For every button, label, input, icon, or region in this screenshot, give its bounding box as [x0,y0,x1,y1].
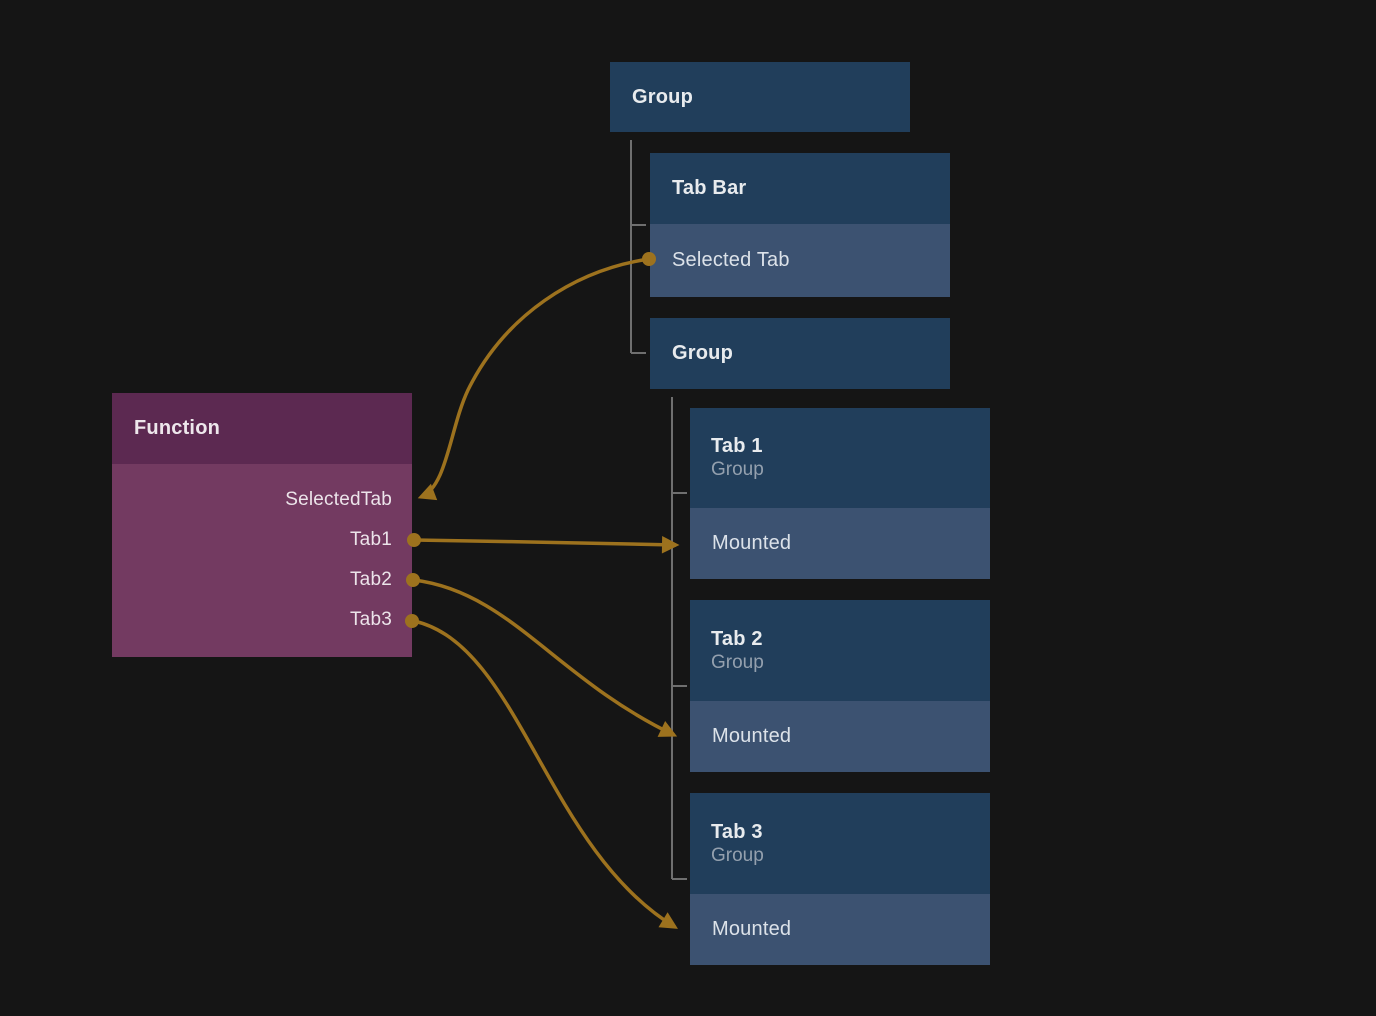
node-function[interactable]: Function SelectedTab Tab1 Tab2 Tab3 [112,393,412,657]
tab-1-header[interactable]: Tab 1 Group [690,408,990,508]
node-tab-3[interactable]: Tab 3 Group Mounted [690,793,990,965]
property-row-selected-tab[interactable]: Selected Tab [650,224,950,297]
node-title: Tab 2 [711,627,763,650]
tree-guide-inner-group [671,397,687,880]
wire-tab3-mounted[interactable] [413,619,678,929]
property-label: Selected Tab [672,249,790,271]
port-tab1[interactable]: Tab1 [349,529,392,550]
node-subtitle: Group [711,844,764,866]
node-subtitle: Group [711,459,764,480]
node-tab-2[interactable]: Tab 2 Group Mounted [690,600,990,772]
function-body: SelectedTab Tab1 Tab2 Tab3 [112,464,412,657]
node-title: Tab 3 [711,820,763,843]
node-tab-1[interactable]: Tab 1 Group Mounted [690,408,990,579]
node-title: Group [672,342,733,364]
wire-tab1-mounted[interactable] [413,536,680,554]
node-title: Tab Bar [672,177,747,199]
port-tab2[interactable]: Tab2 [349,569,392,590]
port-selectedtab[interactable]: SelectedTab [285,489,392,510]
property-label: Mounted [712,918,792,940]
node-tab-bar[interactable]: Tab Bar Selected Tab [650,153,950,297]
property-row-mounted-3[interactable]: Mounted [690,894,990,965]
node-inner-group[interactable]: Group [650,318,950,389]
tab-bar-header[interactable]: Tab Bar [650,153,950,224]
function-header[interactable]: Function [112,393,412,464]
property-row-mounted-2[interactable]: Mounted [690,701,990,772]
wire-selectedtab[interactable] [417,257,650,501]
node-title: Function [134,417,221,439]
tab-2-header[interactable]: Tab 2 Group [690,600,990,701]
tree-guide-root [630,140,646,354]
property-row-mounted-1[interactable]: Mounted [690,508,990,579]
port-tab3[interactable]: Tab3 [349,609,392,630]
node-title: Tab 1 [711,435,763,457]
node-subtitle: Group [711,651,764,673]
node-root-group[interactable]: Group [610,62,910,132]
tab-3-header[interactable]: Tab 3 Group [690,793,990,894]
property-label: Mounted [712,532,792,554]
property-label: Mounted [712,725,792,747]
node-title: Group [632,85,693,108]
wire-tab2-mounted[interactable] [413,578,678,737]
